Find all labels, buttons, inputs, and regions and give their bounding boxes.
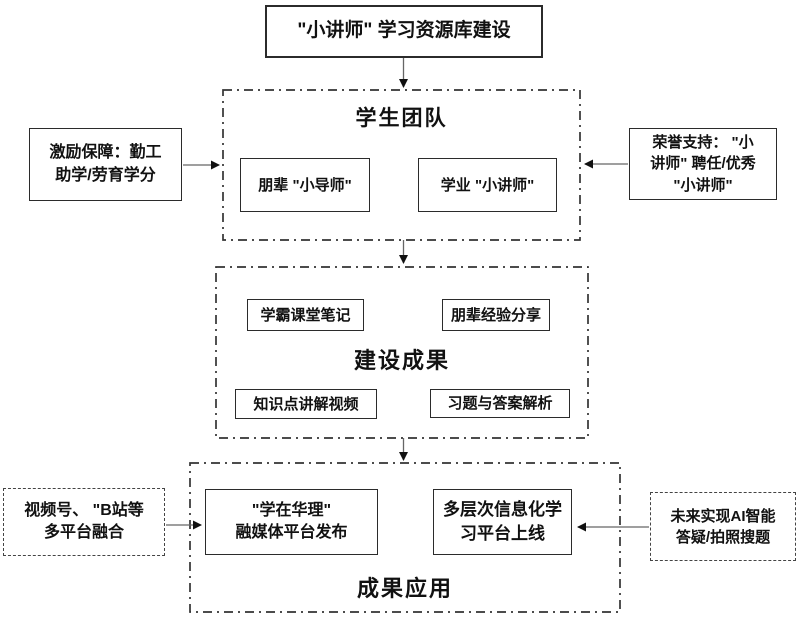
honor-note-box: 荣誉支持： "小 讲师" 聘任/优秀 "小讲师" <box>629 128 777 200</box>
team-group-title: 学生团队 <box>355 107 448 130</box>
exercises-answers-box: 习题与答案解析 <box>430 389 570 418</box>
academic-lecturer-box: 学业 "小讲师" <box>418 158 557 212</box>
learning-platform-box: 多层次信息化学 习平台上线 <box>433 489 572 555</box>
explainer-videos-box: 知识点讲解视频 <box>235 389 377 419</box>
peer-mentor-box: 朋辈 "小导师" <box>240 158 370 212</box>
team-group-border <box>222 89 581 241</box>
results-group-title: 建设成果 <box>353 348 450 373</box>
experience-sharing-box: 朋辈经验分享 <box>442 299 550 331</box>
application-group-border <box>189 462 621 613</box>
application-group-title: 成果应用 <box>356 576 453 601</box>
class-notes-box: 学霸课堂笔记 <box>247 299 364 331</box>
incentive-note-box: 激励保障：勤工 助学/劳育学分 <box>29 128 182 201</box>
multi-platform-note-box: 视频号、 "B站等 多平台融合 <box>3 488 165 556</box>
main-title-box: "小讲师" 学习资源库建设 <box>265 5 543 58</box>
media-platform-box: "学在华理" 融媒体平台发布 <box>205 489 378 555</box>
ai-future-note-box: 未来实现AI智能 答疑/拍照搜题 <box>650 492 796 561</box>
results-group-border <box>215 266 589 439</box>
